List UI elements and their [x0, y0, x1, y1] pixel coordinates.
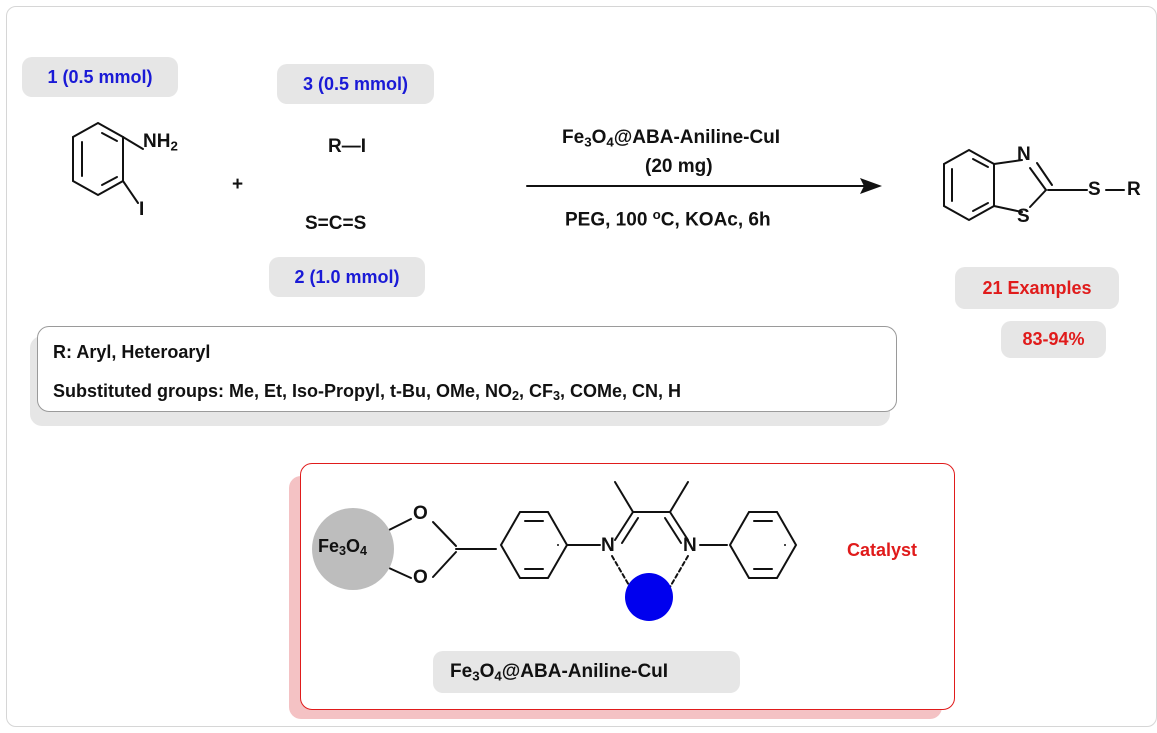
yield-pill: 83-94% — [1001, 321, 1106, 358]
reagent2-amount-pill: 2 (1.0 mmol) — [269, 257, 425, 297]
reaction-conditions: PEG, 100 oC, KOAc, 6h — [565, 207, 771, 231]
product-chain-s-label: S — [1088, 179, 1101, 200]
fe3o4-support-sphere — [312, 508, 394, 590]
iodo-label: I — [139, 199, 145, 220]
catalyst-name-pill — [433, 651, 740, 693]
product-r-label: R — [1127, 179, 1141, 200]
imine-n-right-label: N — [683, 535, 697, 556]
examples-count: 21 Examples — [982, 278, 1092, 298]
r-groups-text: R: Aryl, Heteroaryl — [53, 342, 211, 362]
reagent3-amount: 3 (0.5 mmol) — [302, 74, 409, 94]
alkyl-iodide-label: R—I — [328, 136, 366, 157]
benzothiazole-core — [943, 148, 1125, 222]
plus-sign: + — [232, 174, 244, 195]
amine-label: NH2 — [143, 131, 178, 154]
carbon-disulfide-label: S=C=S — [305, 213, 367, 234]
substituents-text: Substituted groups: Me, Et, Iso-Propyl, … — [53, 381, 682, 404]
support-core-label: Fe3O4 — [318, 536, 368, 559]
catalyst-condition: Fe3O4@ABA-Aniline-CuI — [562, 127, 781, 150]
catalyst-name-label: Fe3O4@ABA-Aniline-CuI — [450, 661, 669, 684]
yield-range: 83-94% — [1022, 329, 1085, 349]
catalyst-loading: (20 mg) — [645, 156, 713, 177]
catalyst-tag: Catalyst — [847, 540, 918, 560]
reagent2-amount: 2 (1.0 mmol) — [294, 267, 400, 287]
reagent3-amount-pill: 3 (0.5 mmol) — [277, 64, 434, 104]
copper-metal-dot — [625, 573, 673, 621]
catalyst-structure — [388, 481, 798, 588]
scope-box — [37, 326, 897, 412]
product-ring-s-label: S — [1017, 206, 1030, 227]
oxygen-top-label: O — [413, 503, 428, 524]
imine-n-left-label: N — [601, 535, 615, 556]
product-n-label: N — [1017, 144, 1031, 165]
oxygen-bottom-label: O — [413, 567, 428, 588]
iodoaniline-ring — [72, 121, 144, 204]
examples-pill: 21 Examples — [955, 267, 1119, 309]
reagent1-amount: 1 (0.5 mmol) — [47, 67, 153, 87]
reagent1-amount-pill: 1 (0.5 mmol) — [22, 57, 178, 97]
